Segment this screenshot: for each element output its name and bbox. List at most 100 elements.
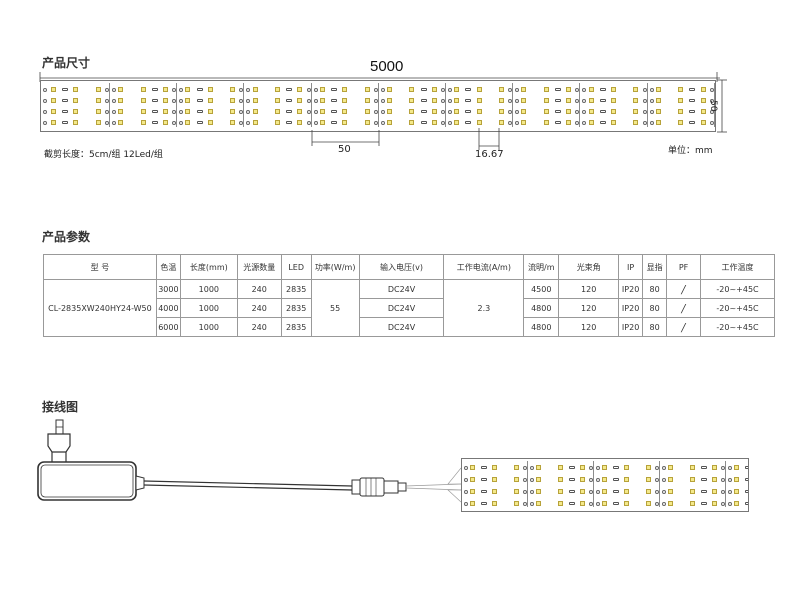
solder-pad [662, 466, 666, 470]
led-chip [409, 109, 415, 114]
led-chip [185, 98, 191, 103]
led-chip [566, 109, 572, 114]
resistor [331, 88, 337, 91]
solder-pad [596, 466, 600, 470]
solder-pad [239, 88, 244, 92]
led-chip [678, 98, 684, 103]
led-chip [118, 109, 124, 114]
led-chip [514, 489, 519, 494]
led-chip [558, 489, 563, 494]
led-chip [566, 87, 572, 92]
resistor [286, 121, 293, 124]
resistor [481, 478, 487, 481]
cut-line [445, 83, 446, 127]
header-cell: 显指 [642, 254, 668, 280]
solder-pad [441, 99, 445, 103]
resistor [151, 121, 158, 124]
solder-pad [105, 88, 109, 92]
led-chip [163, 120, 168, 125]
solder-pad [448, 88, 452, 92]
led-chip [633, 98, 639, 103]
resistor [599, 110, 606, 113]
qty-cell: 240 [236, 279, 282, 299]
solder-pad [649, 110, 654, 114]
cut-line [377, 83, 379, 127]
led-chip [558, 477, 563, 482]
led-chip [163, 87, 168, 92]
params-table: 型 号 色温 长度(mm) 光源数量 LED 功率(W/m) 输入电压(v) 工… [43, 254, 775, 337]
ip-cell: IP20 [618, 298, 644, 318]
solder-pad [179, 88, 184, 92]
cut-spacing-dimension-line [311, 130, 380, 146]
end-pad [43, 99, 47, 103]
led-chip [734, 465, 739, 470]
solder-pad [380, 88, 385, 92]
temp-cell: -20~+45C [700, 298, 775, 318]
solder-pad [306, 99, 311, 103]
led-chip [73, 87, 79, 92]
led-chip [566, 120, 572, 125]
led-chip [566, 98, 572, 103]
resistor [701, 478, 707, 481]
led-chip [140, 109, 146, 114]
cct-cell: 6000 [155, 317, 181, 337]
solder-pad [582, 99, 587, 103]
solder-pad [313, 110, 318, 114]
led-chip [207, 109, 213, 114]
resistor [569, 490, 575, 493]
resistor [613, 478, 619, 481]
led-chip [700, 98, 706, 103]
resistor [569, 466, 575, 469]
resistor [613, 490, 619, 493]
solder-pad [448, 110, 452, 114]
solder-pad [523, 490, 527, 494]
led-chip [275, 98, 280, 103]
cut-line [646, 83, 648, 127]
solder-pad [530, 466, 534, 470]
led-chip [118, 98, 124, 103]
beam-cell: 120 [558, 279, 620, 299]
led-cell: 2835 [280, 279, 312, 299]
resistor [465, 110, 472, 113]
resistor [745, 478, 748, 481]
cut-length-note: 截剪长度：5cm/组 12Led/组 [44, 150, 163, 160]
led-chip [342, 87, 348, 92]
solder-pad [313, 88, 318, 92]
width-dimension-line [717, 79, 727, 133]
led-chip [73, 120, 79, 125]
header-cell: 长度(mm) [179, 254, 238, 280]
led-chip [646, 489, 651, 494]
solder-pad [380, 99, 385, 103]
led-chip [470, 489, 475, 494]
led-chip [700, 120, 706, 125]
solder-pad [508, 88, 513, 92]
resistor [196, 121, 203, 124]
resistor [286, 88, 293, 91]
led-chip [624, 489, 629, 494]
led-chip [588, 120, 594, 125]
led-chip [73, 98, 79, 103]
solder-pad [709, 99, 714, 103]
led-chip [624, 465, 629, 470]
lumen-cell: 4800 [523, 317, 560, 337]
solder-pad [523, 466, 527, 470]
solder-pad [709, 121, 714, 125]
resistor [701, 466, 707, 469]
cut-line [310, 83, 312, 127]
led-chip [580, 489, 585, 494]
led-chip [364, 109, 370, 114]
cut-line [659, 461, 660, 507]
resistor [689, 88, 696, 91]
ip-cell: IP20 [618, 279, 644, 299]
led-chip [319, 109, 325, 114]
current-cell: 2.3 [443, 279, 525, 337]
cri-cell: 80 [642, 317, 668, 337]
led-chip [230, 87, 236, 92]
led-chip [712, 501, 717, 506]
led-chip [633, 109, 639, 114]
solder-pad [530, 502, 534, 506]
solder-pad [306, 88, 311, 92]
solder-pad [112, 121, 116, 125]
end-pad [43, 88, 47, 92]
resistor [151, 88, 158, 91]
